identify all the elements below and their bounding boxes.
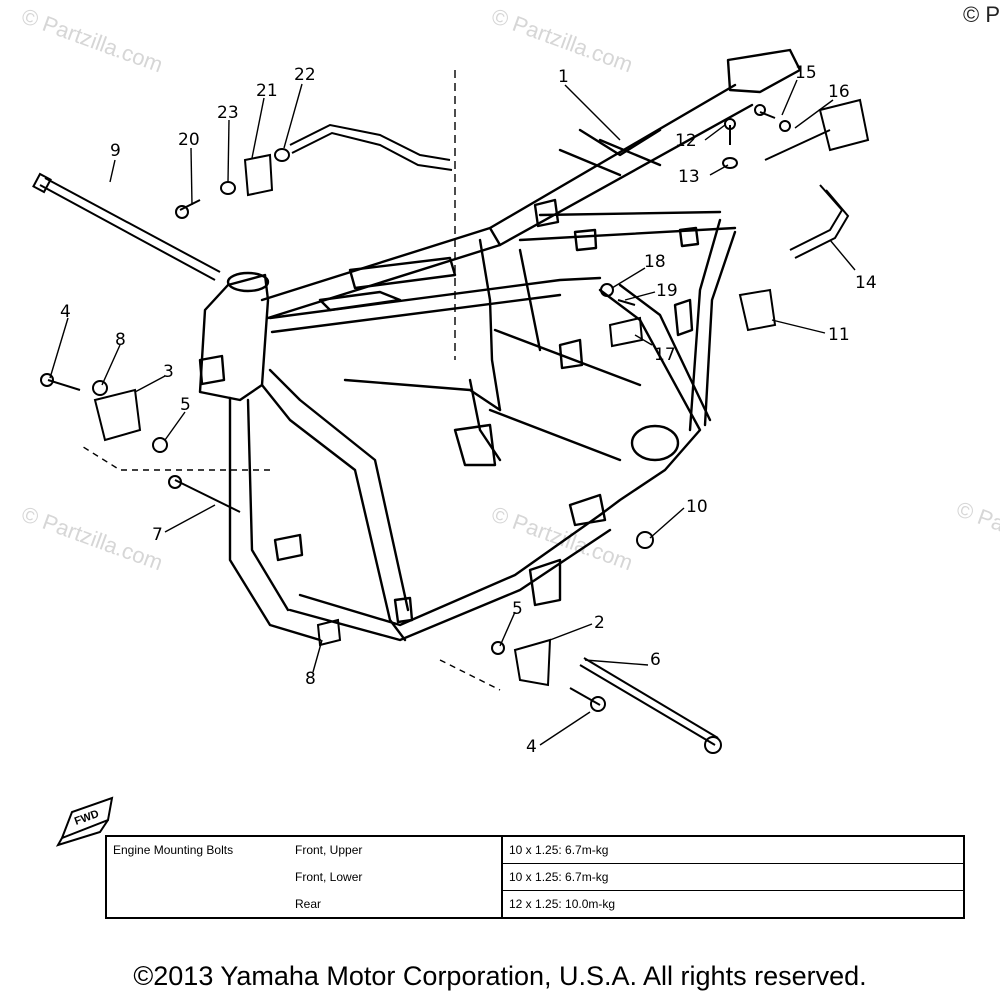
copyright-notice: ©2013 Yamaha Motor Corporation, U.S.A. A… bbox=[133, 961, 867, 991]
callout-label: 12 bbox=[675, 131, 697, 151]
callout-label: 18 bbox=[644, 252, 666, 272]
watermarks: © Partzilla.com © Partzilla.com © Partzi… bbox=[18, 3, 1000, 575]
bolt-position: Front, Lower bbox=[295, 869, 363, 884]
callout-label: 7 bbox=[152, 525, 163, 545]
callout-label: 19 bbox=[656, 281, 678, 301]
table-row: Rear 12 x 1.25: 10.0m-kg bbox=[106, 890, 964, 918]
callout-label: 9 bbox=[110, 141, 121, 161]
callout-label: 20 bbox=[178, 130, 200, 150]
bolt-position: Front, Upper bbox=[295, 843, 363, 858]
bolt-spec: 10 x 1.25: 6.7m-kg bbox=[501, 863, 964, 891]
callout-label: 17 bbox=[654, 345, 676, 365]
engine-mounting-bolts-table: Engine Mounting Bolts Front, Upper 10 x … bbox=[105, 835, 965, 919]
table-label: Engine Mounting Bolts bbox=[113, 843, 234, 858]
watermark: © Partzilla.com bbox=[18, 3, 166, 77]
callout-label: 2 bbox=[594, 613, 605, 633]
callout-label: 8 bbox=[115, 330, 126, 350]
callout-label: 14 bbox=[855, 273, 877, 293]
callout-label: 4 bbox=[60, 302, 71, 322]
callout-label: 6 bbox=[650, 650, 661, 670]
callout-label: 1 bbox=[558, 67, 569, 87]
callout-label: 15 bbox=[795, 63, 817, 83]
bolt-spec: 12 x 1.25: 10.0m-kg bbox=[501, 890, 964, 918]
callout-label: 3 bbox=[163, 362, 174, 382]
callout-label: 4 bbox=[526, 737, 537, 757]
leader-lines bbox=[49, 70, 856, 746]
callout-label: 11 bbox=[828, 325, 850, 345]
callout-label: 13 bbox=[678, 167, 700, 187]
watermark-corner: © P bbox=[963, 2, 1000, 27]
callout-label: 5 bbox=[180, 395, 191, 415]
fwd-arrow-icon: FWD bbox=[55, 796, 114, 847]
callout-label: 8 bbox=[305, 669, 316, 689]
bolt-spec: 10 x 1.25: 6.7m-kg bbox=[501, 836, 964, 865]
callout-labels: 1 2 3 4 4 5 5 6 7 8 8 9 10 11 12 13 14 1… bbox=[60, 63, 877, 757]
table-row: Engine Mounting Bolts Front, Upper 10 x … bbox=[106, 836, 964, 865]
motorcycle-frame bbox=[198, 48, 802, 642]
callout-label: 16 bbox=[828, 82, 850, 102]
bolt-position: Rear bbox=[295, 896, 322, 911]
callout-label: 21 bbox=[256, 81, 278, 101]
watermark: © Partzilla.com bbox=[18, 501, 166, 575]
callout-label: 5 bbox=[512, 599, 523, 619]
hardware-parts bbox=[32, 98, 870, 754]
table-row: Front, Lower 10 x 1.25: 6.7m-kg bbox=[106, 863, 964, 891]
callout-label: 23 bbox=[217, 103, 239, 123]
watermark: © Partzilla.com bbox=[953, 496, 1000, 570]
callout-label: 22 bbox=[294, 65, 316, 85]
callout-label: 10 bbox=[686, 497, 708, 517]
watermark: © Partzilla.com bbox=[488, 501, 636, 575]
